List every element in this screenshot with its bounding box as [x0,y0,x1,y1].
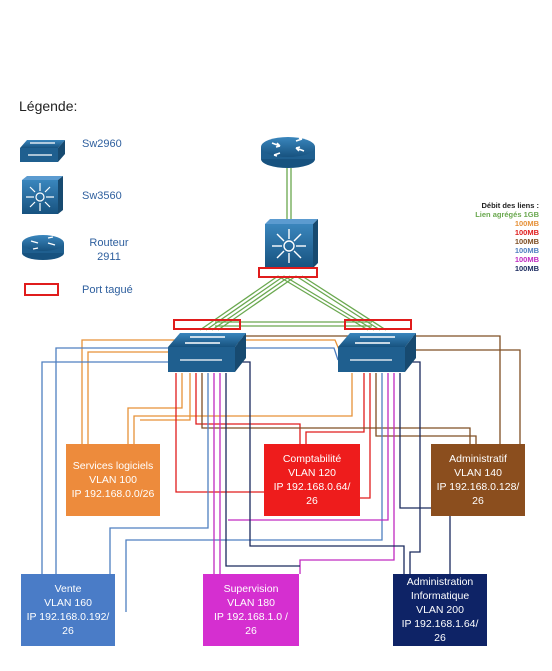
access-switch-right-icon [338,333,416,372]
legend-sw3560-icon [22,176,63,214]
link-speed-item: 100MB [514,246,539,255]
legend-router-label: Routeur 2911 [89,237,129,263]
vlan-ip: IP 192.168.0.192/ 26 [26,611,110,637]
vlan-name: Administratif [449,453,507,465]
vlan-ip: IP 192.168.0.128/ 26 [436,481,520,507]
vlan-box-compta: Comptabilité VLAN 120 IP 192.168.0.64/ 2… [264,444,360,516]
legend-tagged-label: Port tagué [82,284,133,296]
tagged-port-l3 [258,267,318,278]
link-speed-item: 100MB [514,237,539,246]
vlan-id: VLAN 160 [44,597,92,609]
vlan-id: VLAN 180 [227,597,275,609]
link-speed-legend: Débit des liens : Lien agrégés 1GB 100MB… [439,201,539,273]
access-switch-left-icon [168,333,246,372]
legend-sw2960-label: Sw2960 [82,138,122,150]
vlan-box-services: Services logiciels VLAN 100 IP 192.168.0… [66,444,160,516]
vlan-ip: IP 192.168.1.0 / 26 [214,611,288,637]
legend-sw3560-label: Sw3560 [82,190,122,202]
link-speed-item: Lien agrégés 1GB [475,210,539,219]
vlan-box-admin-info: Administration Informatique VLAN 200 IP … [393,574,487,646]
vlan-id: VLAN 120 [288,467,336,479]
vlan-name: Supervision [223,583,279,595]
link-speed-item: 100MB [514,264,539,273]
legend-sw2960-icon [20,140,65,162]
vlan-box-admin: Administratif VLAN 140 IP 192.168.0.128/… [431,444,525,516]
vlan-ip: IP 192.168.1.64/ 26 [401,618,479,644]
l3-switch-icon [265,219,318,268]
link-speed-item: 100MB [514,255,539,264]
vlan-box-supervision: Supervision VLAN 180 IP 192.168.1.0 / 26 [203,574,299,646]
link-speed-item: 100MB [514,228,539,237]
vlan-name: Administration Informatique [406,576,474,602]
legend-title: Légende: [19,98,78,114]
vlan-name: Services logiciels [72,460,154,472]
vlan-name: Comptabilité [282,453,342,465]
vlan-ip: IP 192.168.0.64/ 26 [273,481,351,507]
vlan-id: VLAN 200 [416,604,464,616]
router-icon [261,137,315,168]
vlan-box-vente: Vente VLAN 160 IP 192.168.0.192/ 26 [21,574,115,646]
legend-tagged-port-icon [24,283,59,296]
tagged-port-right [344,319,412,330]
vlan-ip: IP 192.168.0.0/26 [71,488,155,500]
vlan-id: VLAN 100 [89,474,137,486]
link-speed-title: Débit des liens : [481,201,539,210]
vlan-id: VLAN 140 [454,467,502,479]
link-speed-item: 100MB [514,219,539,228]
vlan-name: Vente [54,583,82,595]
tagged-port-left [173,319,241,330]
legend-router-icon [22,235,64,260]
